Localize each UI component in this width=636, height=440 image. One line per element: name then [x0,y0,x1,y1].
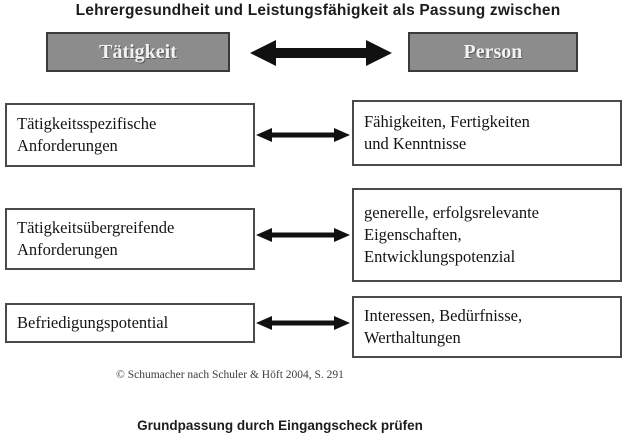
citation-text: © Schumacher nach Schuler & Höft 2004, S… [116,369,344,381]
box-right-row-3-line-1: Interessen, Bedürfnisse, [364,306,523,326]
header-box-person: Person [408,32,578,72]
box-right-row-1-line-2: und Kenntnisse [364,134,467,153]
box-right-row-2-line-3: Entwicklungspotenzial [364,246,516,266]
box-right-row-2-line-1: generelle, erfolgsrelevante [364,203,539,223]
box-right-row-2: generelle, erfolgsrelevante Eigenschafte… [352,188,622,282]
box-left-row-2-line-1: Tätigkeitsübergreifende [17,218,175,238]
box-right-row-1: Fähigkeiten, Fertigkeiten und Kenntnisse [352,100,622,166]
header-box-taetigkeit-label: Tätigkeit [99,40,177,63]
box-right-row-3: Interessen, Bedürfnisse, Werthaltungen [352,296,622,358]
box-left-row-1-line-2: Anforderungen [17,136,118,155]
box-left-row-1-line-1: Tätigkeitsspezifische [17,114,157,134]
box-left-row-3-line-1: Befriedigungspotential [17,313,169,333]
double-arrow-icon-row-2 [256,224,350,246]
double-arrow-icon-main [250,38,392,68]
box-left-row-1: Tätigkeitsspezifische Anforderungen [5,103,255,167]
box-left-row-3: Befriedigungspotential [5,303,255,343]
double-arrow-icon-row-3 [256,312,350,334]
header-box-taetigkeit: Tätigkeit [46,32,230,72]
header-box-person-label: Person [463,40,523,63]
double-arrow-icon-row-1 [256,124,350,146]
footer-caption: Grundpassung durch Eingangscheck prüfen [137,418,423,433]
box-left-row-2: Tätigkeitsübergreifende Anforderungen [5,208,255,270]
diagram-title: Lehrergesundheit und Leistungsfähigkeit … [75,2,561,19]
box-right-row-2-line-2: Eigenschaften, [364,225,462,245]
box-right-row-3-line-2: Werthaltungen [364,328,461,347]
box-right-row-1-line-1: Fähigkeiten, Fertigkeiten [364,112,530,132]
box-left-row-2-line-2: Anforderungen [17,240,118,259]
